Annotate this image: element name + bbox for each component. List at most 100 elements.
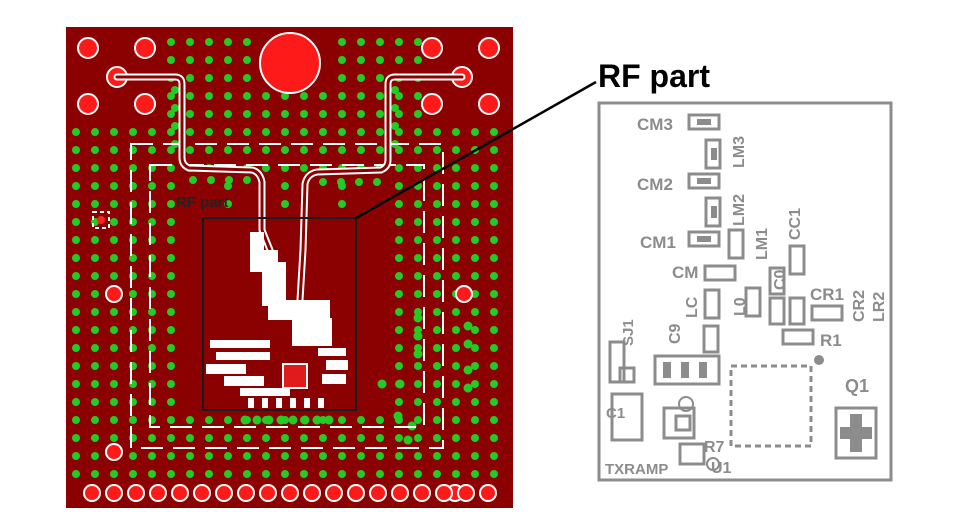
via [452, 200, 460, 208]
via [490, 254, 498, 262]
via [205, 92, 213, 100]
via [110, 236, 118, 244]
via [433, 218, 441, 226]
footprint-u1 [729, 364, 813, 448]
rf-copper-stub [262, 250, 278, 306]
via [414, 128, 422, 136]
via [471, 236, 479, 244]
via [357, 92, 365, 100]
edge-pad [479, 484, 497, 502]
footprint-cm3 [687, 113, 721, 131]
via [224, 74, 232, 82]
via [414, 146, 422, 154]
via [167, 398, 175, 406]
via [148, 434, 156, 442]
via [395, 128, 403, 136]
via [110, 344, 118, 352]
via [338, 92, 346, 100]
via [319, 178, 327, 186]
via [110, 398, 118, 406]
via [205, 452, 213, 460]
label-q1: Q1 [845, 376, 869, 396]
label-r7: R7 [704, 439, 725, 456]
via [395, 272, 403, 280]
via [376, 110, 384, 118]
via [72, 470, 80, 478]
via [414, 290, 422, 298]
via [391, 104, 399, 112]
via [186, 92, 194, 100]
via [167, 380, 175, 388]
via [452, 344, 460, 352]
via [205, 416, 213, 424]
via [243, 146, 251, 154]
via [414, 200, 422, 208]
label-c1: C1 [606, 405, 625, 422]
via [490, 308, 498, 316]
via [338, 434, 346, 442]
via [167, 92, 175, 100]
mounting-pad [421, 37, 443, 59]
label-lm2: LM2 [731, 194, 748, 226]
via [376, 74, 384, 82]
via [376, 128, 384, 136]
via [414, 38, 422, 46]
via [243, 56, 251, 64]
footprint-cr2 [788, 296, 806, 326]
via [319, 146, 327, 154]
via [452, 434, 460, 442]
via [395, 398, 403, 406]
via [471, 470, 479, 478]
rf-copper-block [206, 364, 246, 374]
edge-pad [413, 484, 431, 502]
via [414, 56, 422, 64]
label-c9: C9 [667, 323, 684, 344]
via [225, 176, 233, 184]
footprint-cr1 [768, 296, 786, 326]
label-cr2: CR2 [851, 290, 868, 322]
mounting-pad [134, 37, 156, 59]
via [452, 326, 460, 334]
via [490, 380, 498, 388]
edge-pad [237, 484, 255, 502]
via [72, 254, 80, 262]
via [224, 182, 232, 190]
rf-copper-block [318, 348, 346, 356]
via [357, 110, 365, 118]
via [433, 416, 441, 424]
via [403, 435, 413, 445]
via [167, 434, 175, 442]
rf-copper-stub [278, 262, 286, 302]
via [414, 380, 422, 388]
via [167, 470, 175, 478]
fiducial-dot [97, 216, 105, 224]
via [338, 470, 346, 478]
via [224, 110, 232, 118]
via [452, 236, 460, 244]
via [395, 110, 403, 118]
via [91, 434, 99, 442]
edge-pad [457, 484, 475, 502]
edge-pad [193, 484, 211, 502]
footprint-lm2 [704, 196, 722, 228]
via [414, 362, 422, 370]
via [414, 110, 422, 118]
via [167, 218, 175, 226]
via [186, 128, 194, 136]
via [471, 272, 479, 280]
via [395, 182, 403, 190]
via [433, 290, 441, 298]
edge-pad [149, 484, 167, 502]
via [433, 434, 441, 442]
via [167, 128, 175, 136]
via [72, 308, 80, 316]
via [376, 56, 384, 64]
via [490, 434, 498, 442]
footprint-cm2 [687, 172, 721, 190]
via [91, 452, 99, 460]
via [471, 218, 479, 226]
side-pad [105, 285, 123, 303]
via [186, 74, 194, 82]
via [490, 344, 498, 352]
via [433, 254, 441, 262]
